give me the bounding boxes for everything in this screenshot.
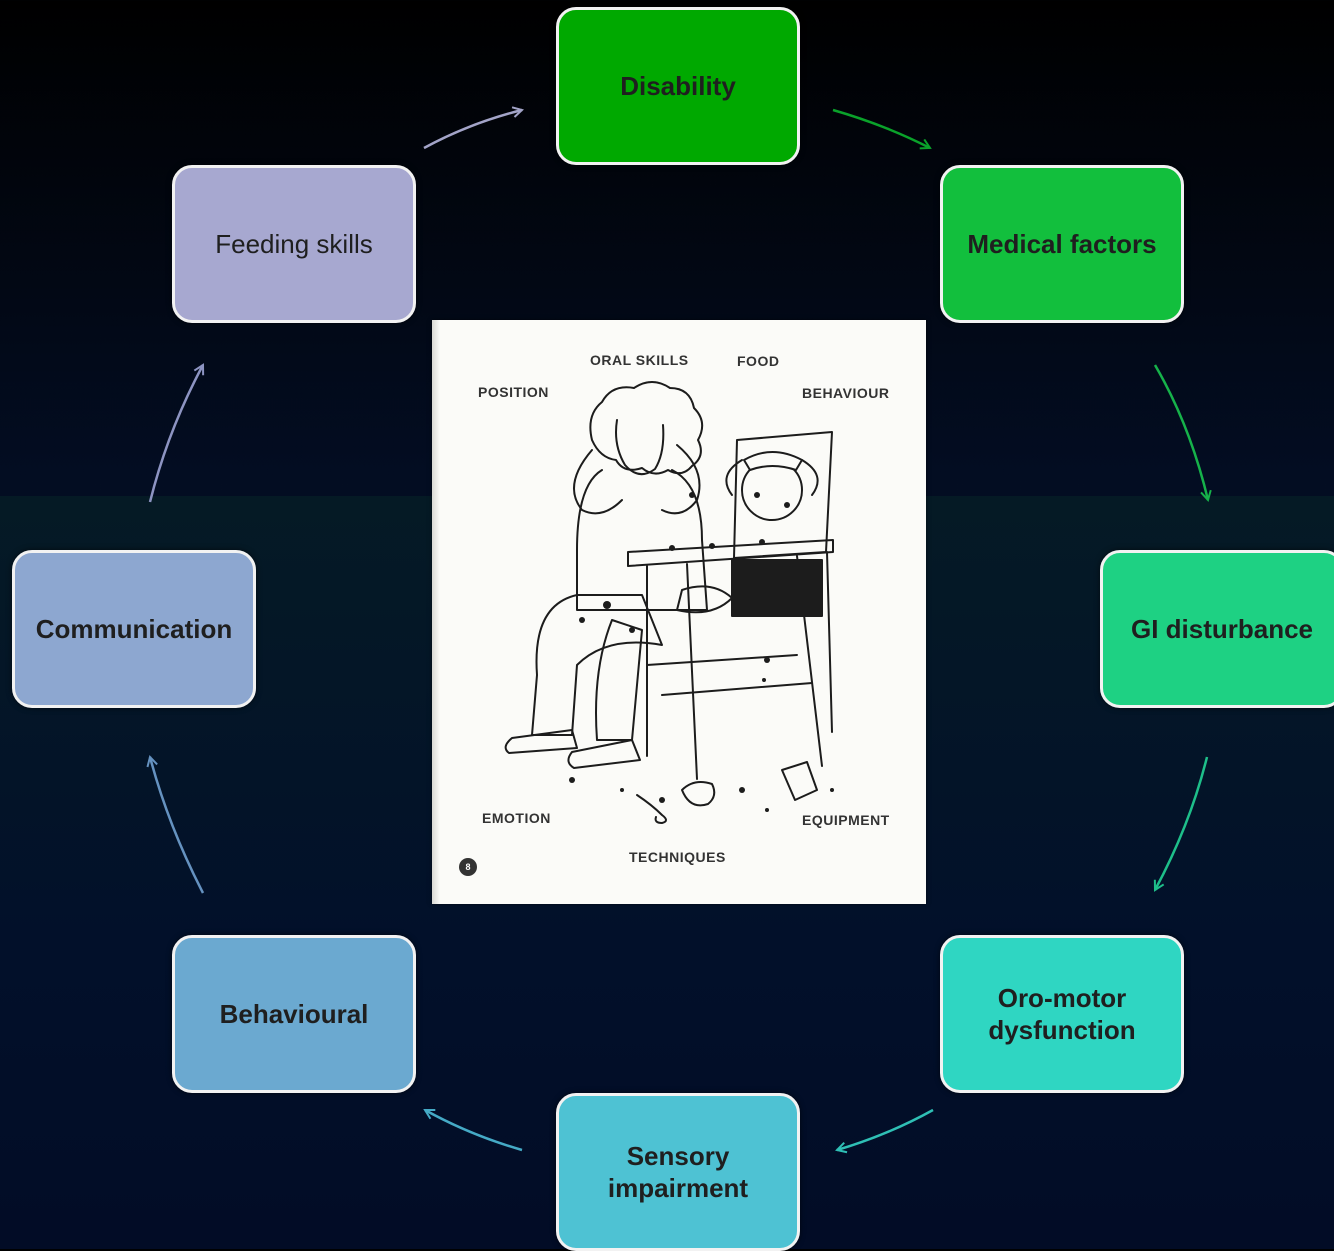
page-edge [432, 320, 440, 904]
bowl-on-floor [681, 781, 716, 807]
node-oro-motor-dysfunction: Oro-motor dysfunction [940, 935, 1184, 1093]
highchair-dark-panel [731, 559, 823, 617]
node-disability: Disability [556, 7, 800, 165]
label-position: POSITION [478, 384, 549, 400]
node-communication-label: Communication [35, 614, 233, 644]
adult-right-arm [661, 444, 701, 515]
label-oral-skills: ORAL SKILLS [590, 352, 689, 368]
adult-shoe-right [567, 739, 641, 769]
child-leg [676, 585, 733, 614]
arrow-behavioural-to-communication [150, 757, 205, 894]
node-behavioural: Behavioural [172, 935, 416, 1093]
arrow-communication-to-feeding [148, 365, 203, 503]
node-disability-label: Disability [620, 71, 736, 101]
feeding-scene-illustration [504, 381, 834, 824]
child-bowl-hat [743, 451, 803, 471]
adult-hair [589, 381, 704, 475]
node-communication: Communication [12, 550, 256, 708]
arrow-sensory-to-behavioural [425, 1108, 523, 1152]
spoon [636, 794, 667, 824]
label-behaviour: BEHAVIOUR [802, 385, 890, 401]
label-techniques: TECHNIQUES [629, 849, 726, 865]
node-gi-disturbance-label: GI disturbance [1130, 614, 1314, 644]
node-medical-factors: Medical factors [940, 165, 1184, 323]
arrow-oromotor-to-sensory [837, 1108, 934, 1150]
node-sensory-label: Sensory impairment [607, 1141, 749, 1203]
node-behavioural-label: Behavioural [219, 999, 369, 1029]
arrow-feeding-to-disability [423, 110, 522, 150]
food-splatter [569, 492, 834, 812]
adult-shoe-left [504, 729, 578, 754]
node-feeding-skills-label: Feeding skills [215, 229, 373, 259]
page-number-badge: 8 [459, 858, 477, 876]
node-medical-factors-label: Medical factors [967, 229, 1157, 259]
highchair-backrest [733, 431, 833, 559]
spilled-cup [781, 761, 818, 801]
arrow-gi-to-oromotor [1155, 756, 1209, 890]
node-gi-disturbance: GI disturbance [1100, 550, 1334, 708]
adult-left-arm [573, 449, 623, 515]
node-sensory-impairment: Sensory impairment [556, 1093, 800, 1251]
highchair-legs [646, 551, 833, 780]
label-food: FOOD [737, 353, 780, 369]
adult-torso [576, 469, 708, 611]
label-emotion: EMOTION [482, 810, 551, 826]
node-feeding-skills: Feeding skills [172, 165, 416, 323]
child-arms [725, 459, 819, 496]
adult-lower-leg [595, 619, 643, 741]
label-equipment: EQUIPMENT [802, 812, 890, 828]
adult-face [615, 419, 665, 476]
arrow-disability-to-medical [832, 108, 930, 148]
node-oro-motor-label: Oro-motor dysfunction [988, 983, 1136, 1045]
highchair-tray [627, 539, 834, 567]
illustration-page: ORAL SKILLS FOOD POSITION BEHAVIOUR EMOT… [432, 320, 926, 904]
arrow-medical-to-gi [1153, 364, 1208, 500]
highchair-footrest [646, 654, 813, 696]
